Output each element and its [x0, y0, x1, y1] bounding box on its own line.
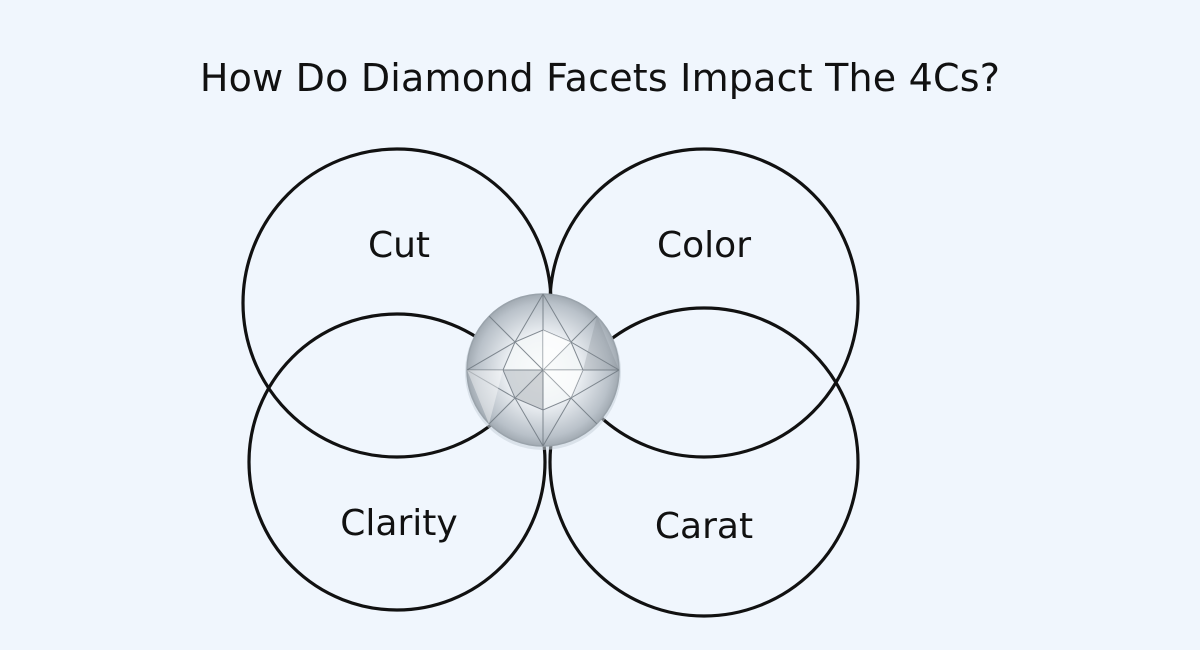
- clarity-label: Clarity: [340, 503, 457, 544]
- diamond-image: [465, 293, 621, 450]
- cut-label: Cut: [368, 225, 430, 266]
- clarity-circle: [247, 312, 547, 612]
- color-label: Color: [657, 225, 751, 266]
- page-title: How Do Diamond Facets Impact The 4Cs?: [199, 56, 1001, 100]
- carat-circle: [548, 306, 860, 618]
- carat-label: Carat: [655, 506, 753, 547]
